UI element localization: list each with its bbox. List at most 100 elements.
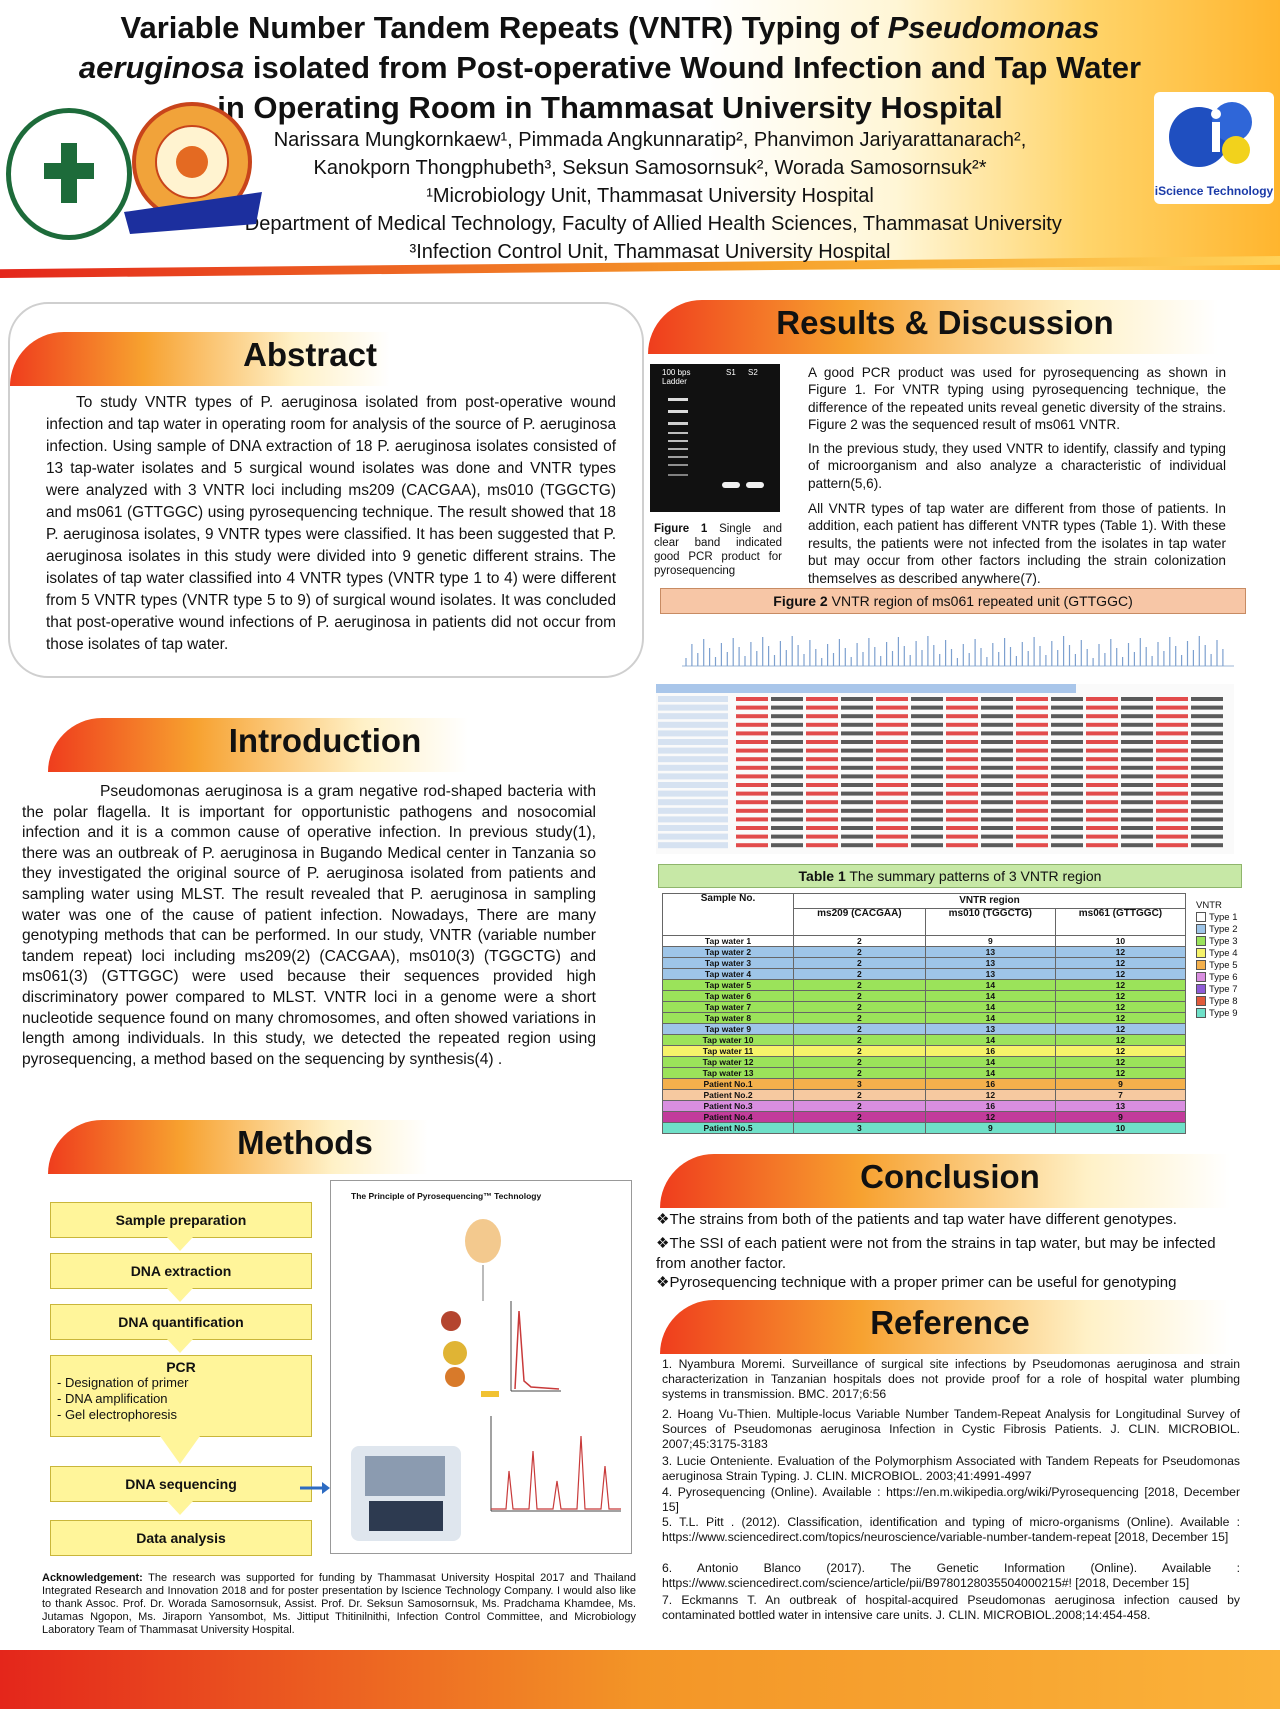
alignment-repeat-unit (1051, 843, 1083, 848)
alignment-repeat-unit (1016, 783, 1048, 787)
alignment-repeat-unit (1051, 817, 1083, 822)
legend-item: Type 4 (1196, 948, 1238, 960)
table-cell-value: 16 (924, 1078, 1056, 1090)
alignment-repeat-unit (981, 697, 1013, 701)
affiliation: ¹Microbiology Unit, Thammasat University… (426, 185, 874, 207)
alignment-repeat-unit (1016, 817, 1048, 822)
alignment-repeat-unit (1051, 808, 1083, 813)
alignment-repeat-unit (806, 808, 838, 813)
alignment-repeat-unit (771, 834, 803, 839)
table-cell-sample: Tap water 6 (662, 990, 794, 1002)
table-cell-value: 14 (924, 1001, 1056, 1013)
alignment-repeat-unit (1156, 697, 1188, 701)
alignment-repeat-unit (911, 765, 943, 770)
alignment-repeat-unit (1016, 808, 1048, 813)
alignment-repeat-unit (1156, 817, 1188, 822)
legend-label: Type 8 (1209, 996, 1238, 1007)
table-cell-value: 2 (793, 1045, 926, 1057)
alignment-repeat-unit (1086, 757, 1118, 762)
alignment-row-label (658, 807, 728, 814)
acknowledgement: Acknowledgement: The research was suppor… (42, 1572, 636, 1636)
table-cell-sample: Patient No.1 (662, 1078, 794, 1090)
alignment-repeat-unit (946, 757, 978, 762)
table-cell-value: 13 (924, 957, 1056, 969)
table-cell-value: 14 (924, 1056, 1056, 1068)
results-heading-bar (648, 300, 1218, 354)
affiliation: ³Infection Control Unit, Thammasat Unive… (409, 241, 891, 263)
alignment-repeat-unit (771, 757, 803, 762)
alignment-repeat-unit (981, 834, 1013, 839)
legend-label: Type 4 (1209, 948, 1238, 959)
alignment-repeat-unit (876, 731, 908, 736)
alignment-repeat-unit (841, 731, 873, 736)
alignment-repeat-unit (876, 843, 908, 848)
faculty-logo (124, 102, 262, 234)
legend-label: Type 7 (1209, 984, 1238, 995)
alignment-row-label (658, 773, 728, 780)
alignment-row-label (658, 782, 728, 788)
alignment-repeat-unit (1191, 714, 1223, 719)
alignment-repeat-unit (1156, 800, 1188, 805)
alignment-row-label (658, 790, 728, 797)
method-step-pcr: PCR - Designation of primer - DNA amplif… (50, 1355, 312, 1437)
alignment-repeat-unit (946, 783, 978, 787)
alignment-repeat-unit (1121, 697, 1153, 701)
table-cell-sample: Patient No.2 (662, 1089, 794, 1101)
arrow-right-icon (300, 1482, 330, 1494)
pcr-item: - Designation of primer (57, 1375, 189, 1390)
alignment-repeat-unit (946, 800, 978, 805)
alignment-repeat-unit (911, 757, 943, 762)
table-cell-value: 2 (793, 990, 926, 1002)
legend-label: Type 9 (1209, 1008, 1238, 1019)
gel-image: 100 bps Ladder S1 S2 (650, 364, 780, 512)
method-step-dna-sequencing: DNA sequencing (50, 1466, 312, 1502)
legend-swatch (1196, 984, 1206, 995)
alignment-repeat-unit (1086, 783, 1118, 787)
table-cell-value: 9 (924, 1122, 1056, 1134)
table-cell-sample: Tap water 13 (662, 1067, 794, 1079)
alignment-repeat-unit (1156, 774, 1188, 779)
alignment-repeat-unit (736, 800, 768, 805)
alignment-repeat-unit (946, 765, 978, 770)
legend-item: Type 6 (1196, 972, 1238, 984)
reference-item[interactable]: 5. T.L. Pitt . (2012). Classification, i… (662, 1515, 1240, 1544)
table-cell-sample: Tap water 2 (662, 946, 794, 958)
alignment-repeat-unit (806, 791, 838, 796)
alignment-repeat-unit (876, 757, 908, 762)
alignment-repeat-unit (1156, 731, 1188, 736)
alignment-repeat-unit (1051, 731, 1083, 736)
alignment-repeat-unit (876, 791, 908, 796)
legend-swatch (1196, 996, 1206, 1007)
alignment-repeat-unit (911, 705, 943, 710)
alignment-row-label (658, 816, 728, 823)
results-paragraph-1: A good PCR product was used for pyrosequ… (808, 365, 1226, 433)
alignment-repeat-unit (1121, 808, 1153, 813)
legend-label: Type 1 (1209, 912, 1238, 923)
legend-title: VNTR (1196, 900, 1222, 911)
table-cell-value: 13 (924, 968, 1056, 980)
alignment-repeat-unit (771, 705, 803, 710)
table-cell-value: 14 (924, 1034, 1056, 1046)
method-step-sample-preparation: Sample preparation (50, 1202, 312, 1238)
alignment-repeat-unit (981, 757, 1013, 762)
alignment-repeat-unit (1121, 834, 1153, 839)
affiliation: ²Department of Medical Technology, Facul… (238, 213, 1062, 235)
alignment-repeat-unit (736, 748, 768, 753)
abstract-heading: Abstract (243, 336, 377, 373)
alignment-repeat-unit (911, 731, 943, 736)
alignment-repeat-unit (771, 748, 803, 753)
alignment-repeat-unit (771, 722, 803, 727)
table-cell-value: 2 (793, 1001, 926, 1013)
abstract-heading-bar (10, 332, 390, 386)
alignment-repeat-unit (981, 800, 1013, 805)
alignment-repeat-unit (771, 800, 803, 805)
authors-line: Kanokporn Thongphubeth³, Seksun Samosorn… (313, 157, 987, 179)
alignment-repeat-unit (981, 714, 1013, 719)
alignment-repeat-unit (1016, 843, 1048, 848)
